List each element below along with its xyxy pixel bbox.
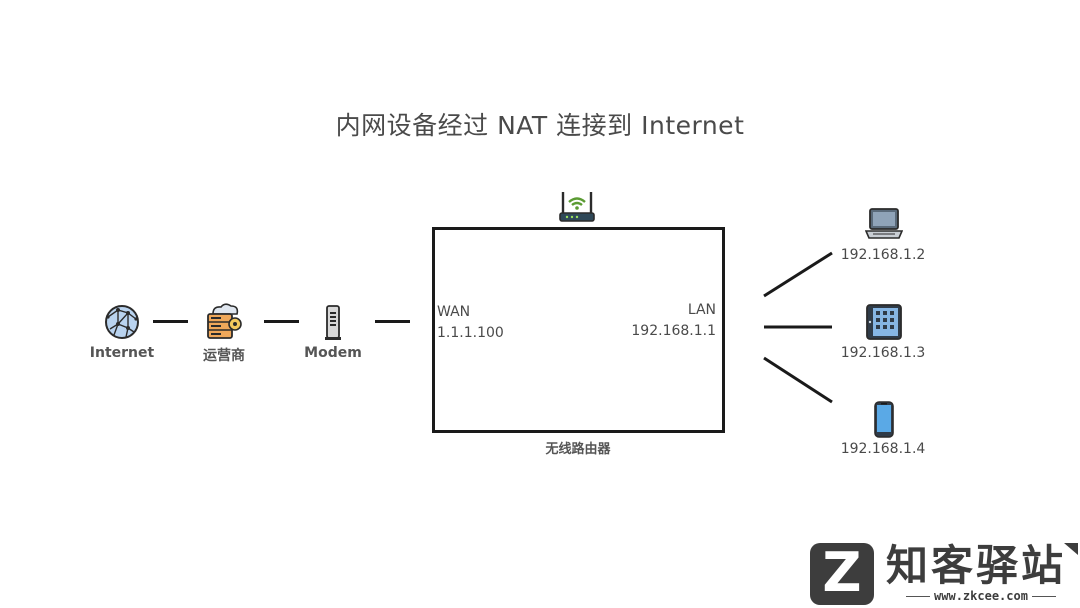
lan-links (763, 251, 833, 404)
site-logo: Z 知客驿站 www.zkcee.com (810, 543, 1080, 608)
lan-label: LAN (687, 302, 716, 318)
lan-ip: 192.168.1.1 (631, 323, 716, 339)
modem-icon (325, 305, 341, 340)
logo-name: 知客驿站 (886, 541, 1067, 590)
device-ip-3: 192.168.1.4 (840, 441, 926, 457)
link-isp-modem (264, 320, 299, 323)
phone-icon (874, 401, 894, 438)
diagram-title: 内网设备经过 NAT 连接到 Internet (335, 111, 745, 140)
link-modem-router (375, 320, 410, 323)
wan-ip: 1.1.1.100 (437, 325, 504, 341)
modem-label: Modem (304, 345, 362, 361)
logo-url: www.zkcee.com (886, 589, 1076, 603)
link-internet-isp (153, 320, 188, 323)
tablet-icon (866, 304, 902, 340)
internet-label: Internet (89, 345, 155, 361)
router-box (432, 227, 725, 433)
router-label: 无线路由器 (545, 442, 611, 457)
logo-z-mark: Z (810, 543, 874, 605)
globe-icon (105, 305, 139, 339)
wifi-router-icon (559, 192, 595, 222)
wan-label: WAN (437, 304, 471, 320)
link-lan-device-1 (763, 251, 833, 298)
device-ip-1: 192.168.1.2 (840, 247, 926, 263)
device-ip-2: 192.168.1.3 (840, 345, 926, 361)
server-icon (207, 303, 242, 339)
logo-arrow-icon (1064, 543, 1078, 555)
link-lan-device-3 (763, 356, 833, 404)
isp-label: 运营商 (203, 348, 245, 364)
laptop-icon (865, 208, 903, 239)
